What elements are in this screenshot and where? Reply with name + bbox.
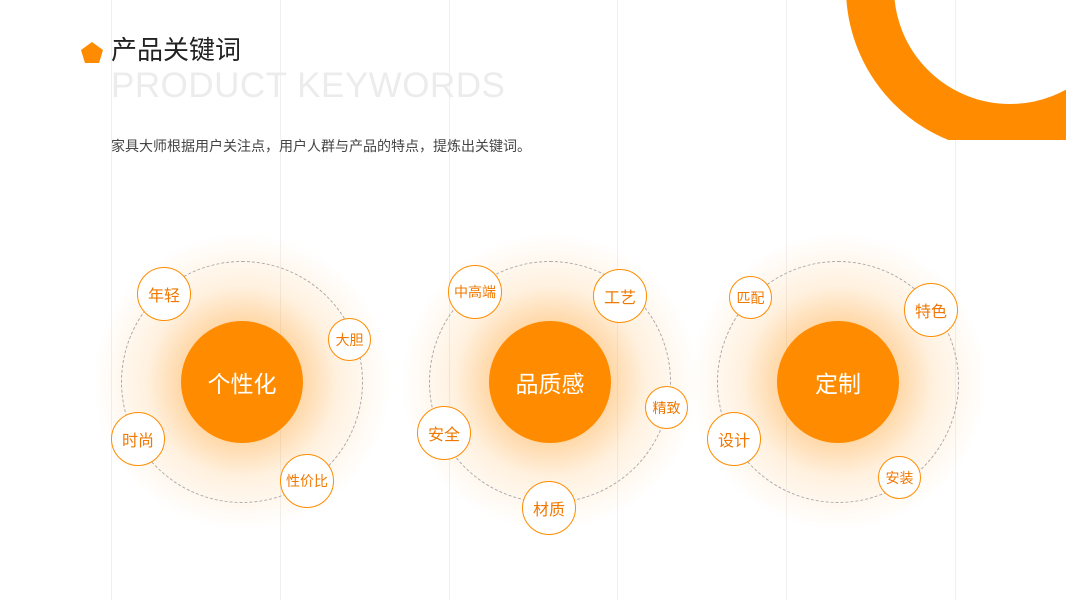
dashed-ring: [717, 261, 959, 503]
decorative-arc: [846, 0, 1066, 140]
pentagon-icon: [81, 42, 103, 63]
keyword-bubble: 时尚: [111, 412, 165, 466]
keyword-bubble: 工艺: [593, 269, 647, 323]
keyword-bubble: 年轻: [137, 267, 191, 321]
keyword-bubble: 中高端: [448, 265, 502, 319]
page-title: 产品关键词: [111, 36, 242, 66]
grid-line: [111, 0, 112, 600]
keyword-bubble: 大胆: [328, 318, 371, 361]
keyword-bubble: 匹配: [729, 276, 772, 319]
description: 家具大师根据用户关注点，用户人群与产品的特点，提炼出关键词。: [111, 139, 531, 155]
dashed-ring: [121, 261, 363, 503]
keyword-bubble: 安全: [417, 406, 471, 460]
keyword-bubble: 特色: [904, 283, 958, 337]
core-keyword: 个性化: [181, 321, 303, 443]
keyword-bubble: 材质: [522, 481, 576, 535]
keyword-bubble: 性价比: [280, 454, 334, 508]
subtitle-en: PRODUCT KEYWORDS: [111, 66, 506, 105]
keyword-bubble: 安装: [878, 456, 921, 499]
core-keyword: 品质感: [489, 321, 611, 443]
keyword-bubble: 精致: [645, 386, 688, 429]
core-keyword: 定制: [777, 321, 899, 443]
keyword-bubble: 设计: [707, 412, 761, 466]
